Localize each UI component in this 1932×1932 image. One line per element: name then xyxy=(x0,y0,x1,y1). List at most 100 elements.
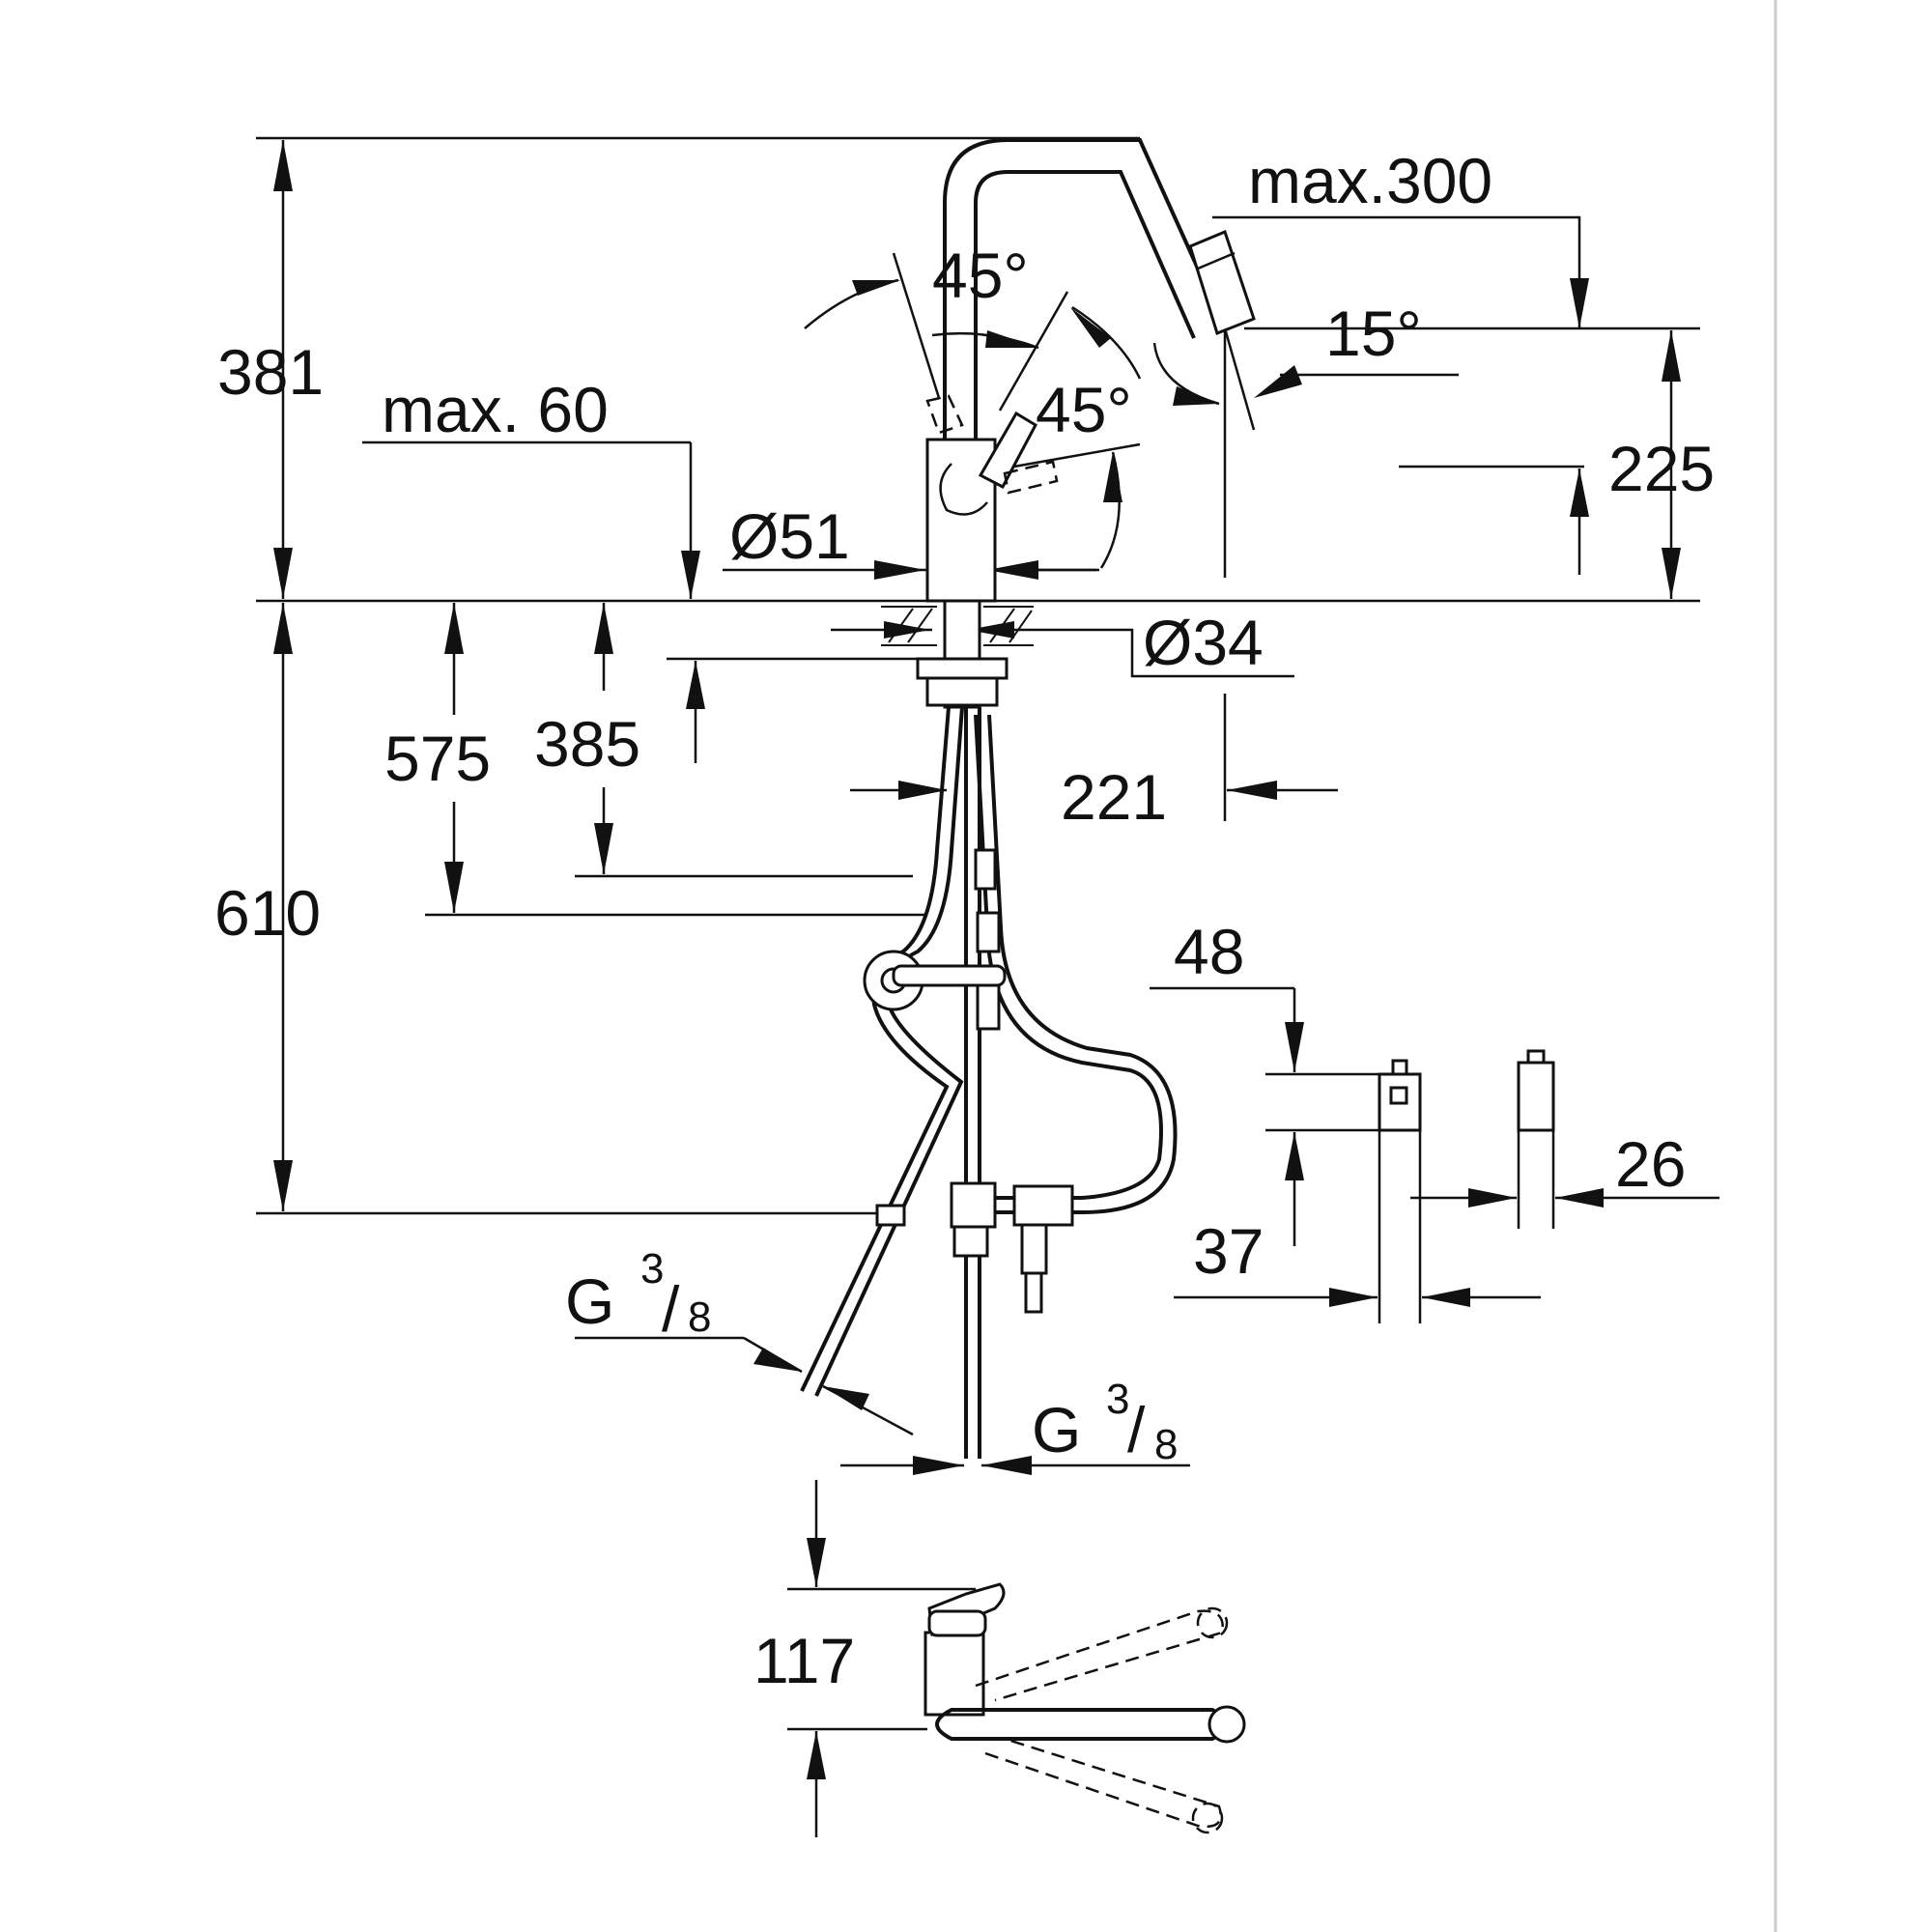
spout-angle-line xyxy=(1223,327,1256,431)
hoses xyxy=(800,706,1178,1459)
g38-right-slash: / xyxy=(1127,1394,1146,1465)
dim-300-arrow xyxy=(1570,278,1589,328)
valve-body xyxy=(1012,1184,1074,1227)
g38-left-num: 3 xyxy=(640,1245,664,1293)
dim-575-label: 575 xyxy=(384,723,491,794)
dim-48-label: 48 xyxy=(1174,916,1244,987)
dim-34-leader xyxy=(966,628,1294,678)
top-view-spout-end xyxy=(1208,1705,1246,1744)
dim-34-arrow-left xyxy=(884,621,930,639)
spout-inner xyxy=(974,170,1196,440)
dim-60-label: max. 60 xyxy=(382,374,609,445)
top-view-spout-dashed-down xyxy=(984,1737,1222,1829)
tee-fitting xyxy=(950,1181,997,1229)
dim-37-h-left-arrow xyxy=(1329,1288,1378,1307)
faucet-body-block xyxy=(925,438,997,603)
cartridge-right-body xyxy=(1517,1061,1555,1132)
dim-60-arrow-down xyxy=(681,551,700,599)
dim-37-h-right-arrow xyxy=(1422,1288,1470,1307)
top-view-lever xyxy=(927,1609,987,1637)
hose-right xyxy=(974,714,1163,1200)
dim-575-arrow-bottom xyxy=(444,862,464,913)
dim-34-label: Ø34 xyxy=(1143,607,1264,678)
dim-26-label: 26 xyxy=(1615,1128,1686,1200)
angle-upper-mid-arrow xyxy=(985,330,1038,348)
hose-left xyxy=(800,706,951,1392)
top-view-body xyxy=(923,1631,985,1717)
dim-225-small-arrow xyxy=(1570,469,1589,517)
mounting-nut-lower xyxy=(925,676,999,707)
spout-outer xyxy=(943,138,1227,440)
angle-upper-right-line xyxy=(998,291,1069,412)
dim-15-label: 15° xyxy=(1325,298,1422,369)
connector-2 xyxy=(976,911,1001,953)
angle-upper-left-line xyxy=(892,252,941,399)
angle-upper-right-arc xyxy=(1071,305,1142,380)
hose-right-inner xyxy=(987,714,1178,1214)
g38-right-den: 8 xyxy=(1154,1421,1178,1468)
g38-left-den: 8 xyxy=(688,1293,711,1341)
top-view: 117 xyxy=(753,1480,1246,1837)
dim-575-arrow-top xyxy=(444,603,464,654)
angle-upper-left-arrow xyxy=(852,280,900,296)
left-hose-nut xyxy=(875,1204,906,1227)
dim-26-left-arrow xyxy=(1468,1188,1517,1208)
angle-upper-label: 45° xyxy=(932,240,1029,311)
dim-385-arrow-top xyxy=(594,603,613,654)
g38-left-arrow-b xyxy=(823,1386,869,1410)
dim-221-arrow xyxy=(1227,781,1277,800)
connector-1 xyxy=(974,848,997,891)
cartridge-left-top xyxy=(1391,1059,1408,1076)
lever-handle-dashed xyxy=(925,394,964,435)
dim-26-right-arrow xyxy=(1555,1188,1604,1208)
angle-upper-right-arrow xyxy=(1070,307,1111,348)
dim-225-arrow-top xyxy=(1662,330,1681,382)
cartridge-left-inner xyxy=(1389,1086,1408,1105)
g38-right-num: 3 xyxy=(1106,1376,1129,1423)
dim-225-label: 225 xyxy=(1608,433,1715,504)
dim-610-label: 610 xyxy=(214,877,321,949)
angle-lower-label: 45° xyxy=(1036,374,1132,445)
dim-381-label: 381 xyxy=(217,336,324,408)
cartridge-right-top xyxy=(1526,1049,1546,1065)
dim-381-arrow-bottom xyxy=(273,548,293,599)
dim-381-arrow-top xyxy=(273,140,293,191)
dim-15-arc-arrow xyxy=(1173,386,1219,406)
faucet-body xyxy=(916,138,1256,709)
dim-225-arrow-bottom xyxy=(1662,548,1681,599)
dim-117-label: 117 xyxy=(753,1625,855,1696)
lever-lower-dashed xyxy=(1003,460,1059,495)
angle-upper-left-arc xyxy=(804,278,899,329)
lever-body-curve xyxy=(939,463,988,516)
dim-51-arrow-left xyxy=(874,560,925,580)
angle-lower-arrow xyxy=(1103,452,1122,502)
dim-37-label: 37 xyxy=(1193,1215,1264,1287)
dim-15-arrow xyxy=(1254,365,1302,398)
g38-left-label: G xyxy=(565,1265,614,1337)
dim-60-arrow-up xyxy=(686,661,705,709)
g38-left-arrow-a xyxy=(753,1348,802,1372)
cartridge-detail: 48 37 26 xyxy=(1150,916,1719,1323)
dim-610-arrow-top xyxy=(273,603,293,654)
mounting-nut xyxy=(916,657,1009,680)
g38-right-arrow-right xyxy=(981,1456,1032,1475)
g38-left-slash: / xyxy=(662,1273,680,1345)
spray-head xyxy=(1188,229,1256,335)
spray-head-ring xyxy=(1197,251,1236,270)
angle-lower-arc xyxy=(1099,451,1121,569)
top-view-dashed-end-down xyxy=(1191,1802,1224,1834)
g38-right-arrow-left xyxy=(913,1456,964,1475)
dim-117-arrow-top xyxy=(807,1538,826,1587)
valve-stem xyxy=(1020,1223,1048,1275)
dim-37-arrow xyxy=(1285,1132,1304,1180)
top-view-dashed-end-up xyxy=(1196,1606,1229,1639)
g38-right-label: G xyxy=(1032,1394,1081,1465)
top-view-spout-dashed-up xyxy=(975,1609,1224,1702)
dim-221-left-arrow xyxy=(898,781,947,800)
hose-weight xyxy=(892,964,1007,987)
dim-300-label: max.300 xyxy=(1248,145,1492,216)
dim-221-label: 221 xyxy=(1061,761,1167,833)
lever-handle xyxy=(978,411,1037,490)
dim-117-arrow-bottom xyxy=(807,1731,826,1779)
